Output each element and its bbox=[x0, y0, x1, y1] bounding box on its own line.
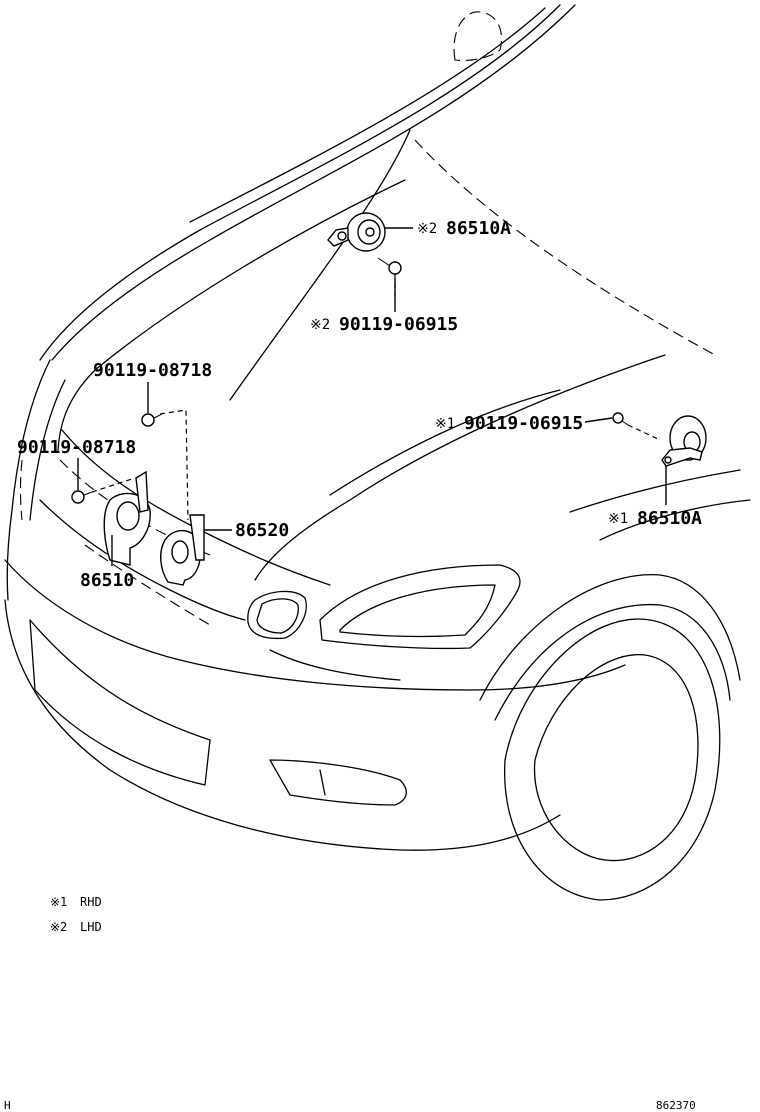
legend-text-1: RHD bbox=[80, 895, 102, 909]
callout-part-number: 90119-06915 bbox=[339, 314, 458, 335]
callout-part-number: 86510A bbox=[637, 508, 702, 529]
bolt-90119-08718-upper bbox=[141, 413, 163, 427]
callout-part-number: 86510A bbox=[446, 218, 511, 239]
callout-part-number: 86520 bbox=[235, 520, 289, 541]
callout-mark: ※2 bbox=[417, 221, 437, 237]
callout-90119-06915-lhd: ※2 90119-06915 bbox=[310, 314, 458, 335]
horn-bracket-86520 bbox=[160, 514, 205, 586]
install-path-upper bbox=[159, 409, 189, 521]
callout-86510: 86510 bbox=[80, 570, 134, 591]
callout-mark: ※1 bbox=[608, 511, 628, 527]
legend: ※1 RHD ※2 LHD bbox=[50, 895, 102, 934]
callout-90119-08718-upper: 90119-08718 bbox=[93, 360, 212, 381]
footer-figure-number: 862370 bbox=[656, 1099, 696, 1112]
install-path-rhd bbox=[627, 424, 661, 441]
callout-mark: ※1 bbox=[435, 416, 455, 432]
bolt-90119-06915-rhd bbox=[612, 412, 629, 426]
callout-86510a-rhd: ※1 86510A bbox=[608, 508, 702, 529]
callout-86510a-lhd: ※2 86510A bbox=[417, 218, 511, 239]
legend-mark-2: ※2 bbox=[50, 920, 67, 934]
legend-text-2: LHD bbox=[80, 920, 102, 934]
callout-part-number: 86510 bbox=[80, 570, 134, 591]
install-path-lower bbox=[91, 477, 136, 493]
car-body-outline bbox=[4, 4, 751, 901]
callout-part-number: 90119-08718 bbox=[17, 437, 136, 458]
callout-86520: 86520 bbox=[235, 520, 289, 541]
horn-86510a-rhd bbox=[661, 415, 707, 467]
horn-86510 bbox=[103, 470, 151, 566]
leader-lines bbox=[77, 227, 667, 566]
footer-left-code: H bbox=[4, 1099, 11, 1112]
callout-part-number: 90119-06915 bbox=[464, 413, 583, 434]
callout-90119-08718-lower: 90119-08718 bbox=[17, 437, 136, 458]
callout-90119-06915-rhd: ※1 90119-06915 bbox=[435, 413, 583, 434]
callout-part-number: 90119-08718 bbox=[93, 360, 212, 381]
bolt-90119-08718-lower bbox=[71, 490, 93, 504]
horn-86510a-lhd bbox=[327, 212, 386, 252]
bolt-90119-06915-lhd bbox=[377, 257, 402, 275]
legend-mark-1: ※1 bbox=[50, 895, 67, 909]
callout-mark: ※2 bbox=[310, 317, 330, 333]
